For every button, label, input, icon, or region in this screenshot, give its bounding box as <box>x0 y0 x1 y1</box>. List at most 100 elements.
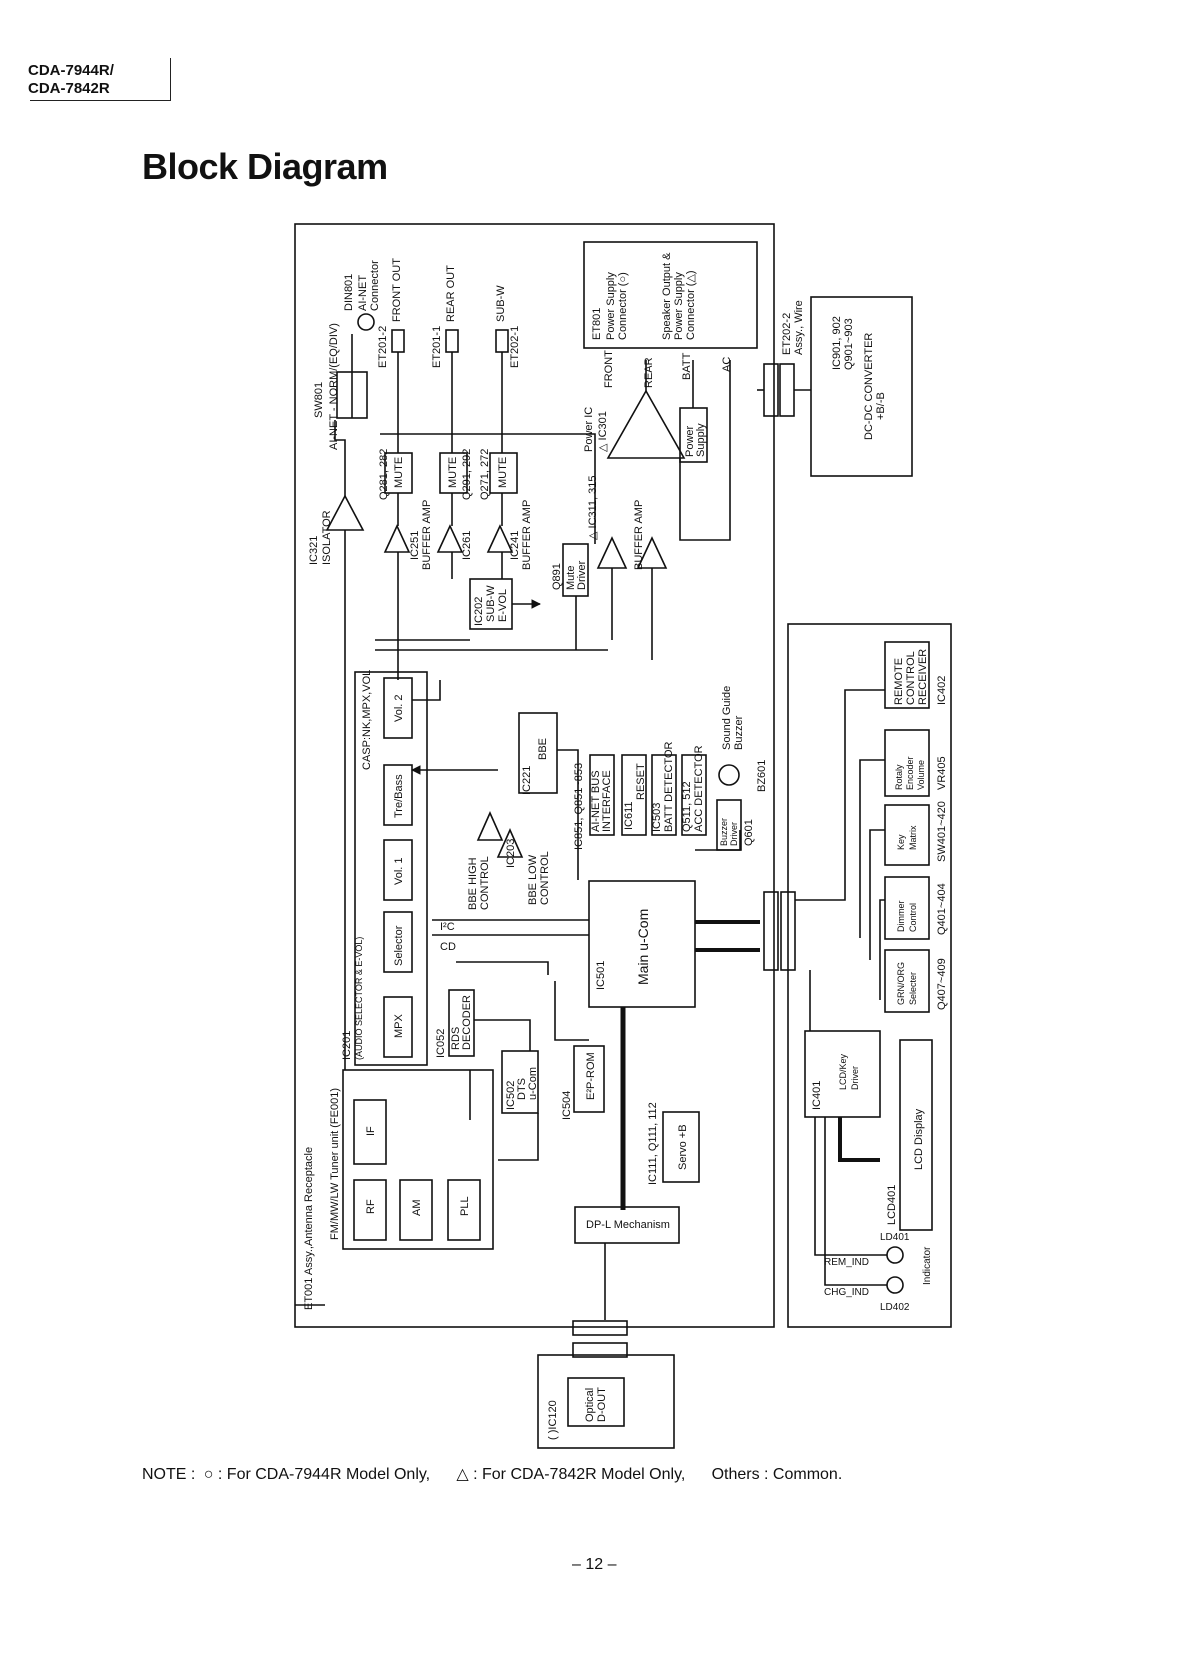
et202-2-label: ET202-2 <box>781 313 793 355</box>
bbe-high-label: CONTROL <box>479 856 491 910</box>
q407-label: Q407~409 <box>936 958 948 1010</box>
audio-selector-label: (AUDIO SELECTOR & E-VOL) <box>354 937 364 1060</box>
chg-ind-label: CHG_IND <box>824 1287 869 1298</box>
dts-ucom-block <box>501 1050 539 1114</box>
evol-label: E-VOL <box>497 589 509 622</box>
dcdc-bb-label: +B/-B <box>875 392 887 420</box>
power-supply-label: Supply <box>695 423 707 457</box>
buffer-amp-label: BUFFER AMP <box>633 500 645 570</box>
rotary-label: Volume <box>916 760 926 790</box>
sw801-desc: AI-NET - NORM/(EQ/DIV) <box>328 323 340 450</box>
note-item: ○ : For CDA-7944R Model Only, <box>203 1466 431 1483</box>
vol2-label: Vol. 2 <box>393 694 405 722</box>
dpl-mechanism-block <box>574 1206 680 1244</box>
assy-wire-label: Assy., Wire <box>793 300 805 355</box>
ic504-label: IC504 <box>561 1091 573 1120</box>
if-label: IF <box>365 1126 377 1136</box>
q511-label: Q511, 512 <box>681 781 693 832</box>
optical-label: D-OUT <box>596 1387 608 1422</box>
rotary-encoder-block <box>884 729 930 797</box>
subw-evol-label: SUB-W <box>485 585 497 622</box>
sw401-label: SW401~420 <box>936 801 948 862</box>
tuner-label: FM/MW/LW Tuner unit (FE001) <box>329 1088 341 1240</box>
ic120-label: ( )IC120 <box>547 1400 559 1440</box>
grn-selecter-block <box>884 949 930 1013</box>
et202-1-label: ET202-1 <box>509 326 521 368</box>
casp-label: CASP:NK,MPX,VOL <box>361 670 373 770</box>
optical-frame <box>537 1354 675 1449</box>
model-number: CDA-7944R/ <box>28 62 114 79</box>
ainet-bus-label: AI-NET BUS <box>590 770 602 832</box>
rds-label: RDS <box>450 1027 462 1050</box>
ic111-label: IC111, Q111, 112 <box>647 1102 659 1185</box>
control-panel-frame <box>787 623 952 1328</box>
power-ic-triangle <box>606 389 686 459</box>
bbe-high-label: BBE HIGH <box>467 857 479 910</box>
lcd-display-block <box>899 1039 933 1231</box>
remote-label: RECEIVER <box>917 649 929 705</box>
note-item: Others : Common. <box>711 1466 843 1483</box>
note-item: △ : For CDA-7842R Model Only, <box>456 1466 686 1483</box>
ic251-label: IC251 <box>409 531 421 560</box>
page-number: – 12 – <box>572 1556 617 1573</box>
acc-detector-block <box>681 754 707 836</box>
batt-detector-label: BATT DETECTOR <box>663 741 675 832</box>
grn-selecter-label: GRN/ORG <box>896 962 906 1005</box>
ainet-connector-label: AI-NET <box>357 275 369 311</box>
decoder-label: DECODER <box>461 995 473 1050</box>
ld401-label: LD401 <box>880 1232 910 1243</box>
sw801-label: SW801 <box>313 382 325 418</box>
rotary-label: Encoder <box>905 756 915 790</box>
key-matrix-label: Matrix <box>908 825 918 850</box>
ic261-label: IC261 <box>461 531 473 560</box>
rf-label: RF <box>365 1199 377 1214</box>
buffer-amp-label: BUFFER AMP <box>421 500 433 570</box>
q401-label: Q401~404 <box>936 883 948 935</box>
power-connector-box <box>583 241 758 349</box>
batt-detector-block <box>651 754 677 836</box>
tuner-frame <box>342 1069 494 1250</box>
ic401-label: IC401 <box>811 1081 823 1110</box>
power-supply-label: Power <box>684 425 696 457</box>
lcd-key-driver-label: Driver <box>850 1066 860 1090</box>
ld402-label: LD402 <box>880 1302 910 1313</box>
remote-receiver-block <box>884 641 930 709</box>
bbe-low-label: CONTROL <box>539 851 551 905</box>
servo-block <box>662 1111 700 1183</box>
rf-block <box>353 1179 387 1241</box>
dpl-mechanism-label: DP-L Mechanism <box>586 1219 670 1231</box>
power-supply-connector-label: Connector (○) <box>617 272 629 340</box>
pll-block <box>447 1179 481 1241</box>
key-matrix-block <box>884 804 930 866</box>
ic201-label: IC201 <box>341 1031 353 1060</box>
reset-block <box>621 754 647 836</box>
remote-label: CONTROL <box>905 651 917 705</box>
power-ic-label: Power IC <box>583 407 595 452</box>
rem-ind-label: REM_IND <box>824 1257 869 1268</box>
speaker-output-label: Speaker Output & <box>661 252 673 340</box>
vol1-label: Vol. 1 <box>393 857 405 885</box>
buzzer-driver-label: Buzzer <box>719 818 729 846</box>
mute-label: MUTE <box>393 457 405 488</box>
ainet-connector-label: Connector <box>369 260 381 311</box>
ic502-label: IC502 <box>505 1081 517 1110</box>
ic321-label: IC321 <box>308 536 320 565</box>
et201-1-label: ET201-1 <box>431 326 443 368</box>
ac-label: AC <box>721 357 733 372</box>
q901-label: Q901~903 <box>843 318 855 370</box>
q601-label: Q601 <box>743 819 755 846</box>
isolator-label: ISOLATOR <box>321 510 333 565</box>
front-label: FRONT <box>603 350 615 388</box>
dcdc-converter-label: DC-DC CONVERTER <box>863 333 875 440</box>
et201-2-label: ET201-2 <box>377 326 389 368</box>
bbe-label: BBE <box>537 738 549 760</box>
mute-box <box>489 452 518 494</box>
et801-label: ET801 <box>591 308 603 340</box>
speaker-output-label: Power Supply <box>673 272 685 340</box>
optical-label: Optical <box>584 1388 596 1422</box>
front-out-label: FRONT OUT <box>391 258 403 322</box>
trebass-block <box>383 764 413 826</box>
ainet-interface-block <box>589 754 615 836</box>
am-block <box>399 1179 433 1241</box>
